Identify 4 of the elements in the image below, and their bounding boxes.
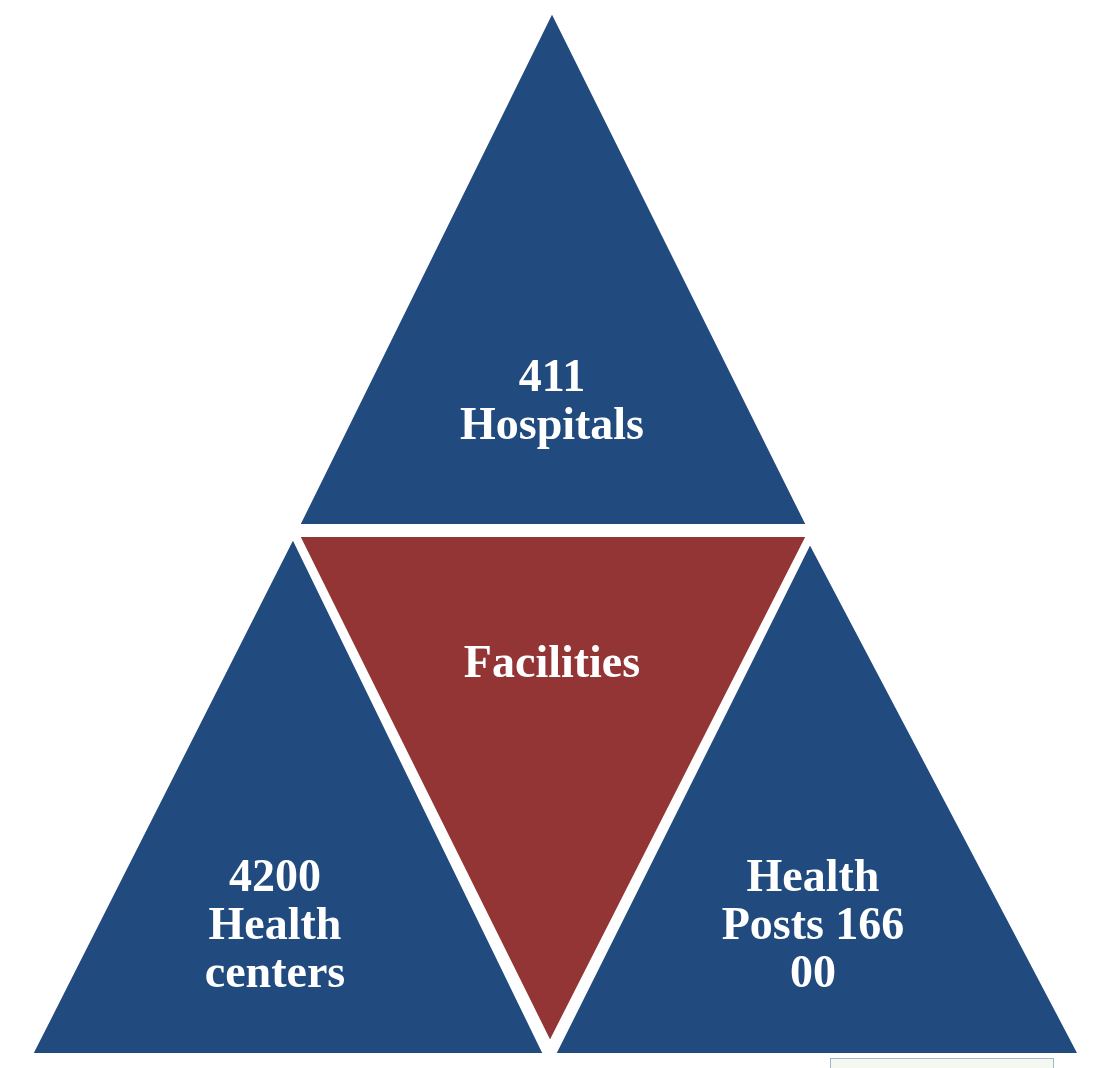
triangle-label: 4200 Health centers (203, 852, 347, 996)
triangle-label: Facilities (462, 638, 642, 686)
triangle-label: 411 Hospitals (458, 352, 645, 448)
triangle-label: Health Posts 166 00 (720, 852, 906, 996)
